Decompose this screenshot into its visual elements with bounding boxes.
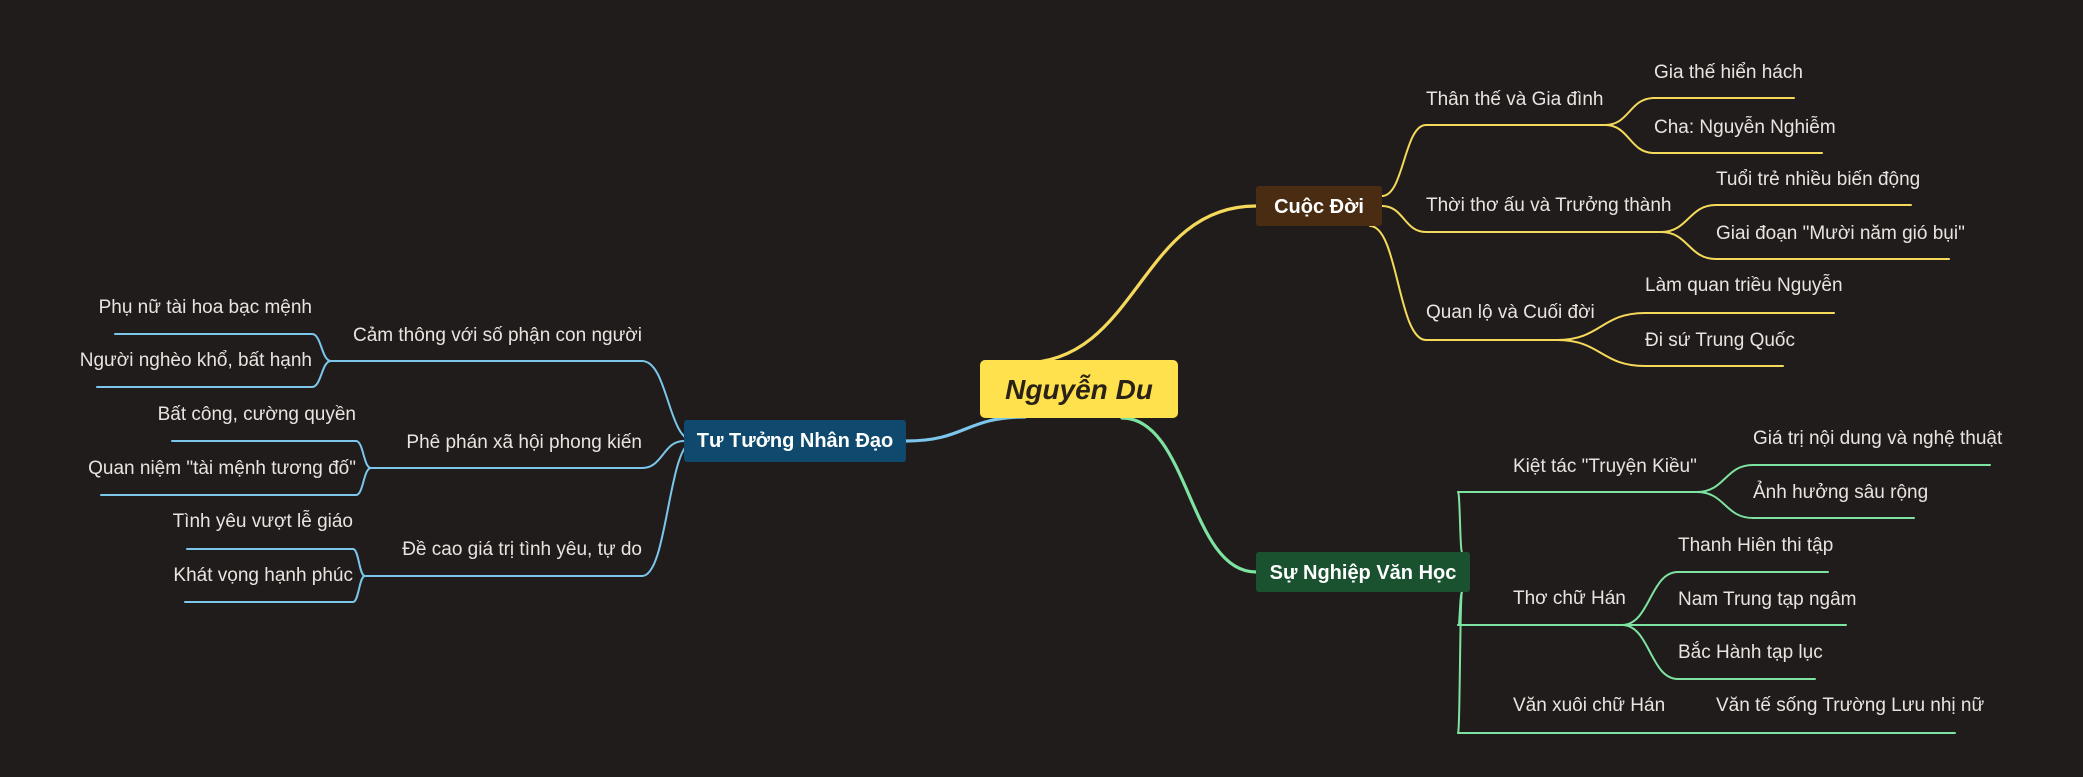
lam-quan-trieu-nguyen-label[interactable]: Làm quan triều Nguyễn — [1645, 274, 1843, 296]
thoi-tho-au-va-truong-thanh-label[interactable]: Thời thơ ấu và Trưởng thành — [1426, 195, 1672, 216]
phu-nu-tai-hoa-bac-menh-label[interactable]: Phụ nữ tài hoa bạc mệnh — [99, 297, 312, 318]
root-node[interactable] — [980, 360, 1178, 418]
tinh-yeu-vuot-le-giao-label[interactable]: Tình yêu vượt lễ giáo — [173, 510, 353, 532]
tu-tuong-nhan-dao-node[interactable] — [684, 420, 906, 462]
su-nghiep-van-hoc-node-label[interactable]: Sự Nghiệp Văn Học — [1270, 562, 1457, 584]
di-su-trung-quoc-connector — [1556, 339, 1646, 367]
quan-lo-va-cuoi-doi-connector — [1369, 225, 1427, 341]
tu-tuong-nhan-dao-main-connector — [904, 415, 1027, 443]
tuoi-tre-nhieu-bien-dong-connector — [1660, 204, 1717, 233]
bac-hanh-tap-luc-connector — [1621, 624, 1679, 680]
thanh-hien-thi-tap-connector — [1621, 571, 1679, 626]
kiet-tac-truyen-kieu-label[interactable]: Kiệt tác "Truyện Kiều" — [1513, 456, 1697, 477]
khat-vong-hanh-phuc-connector — [352, 575, 366, 603]
thanh-hien-thi-tap-label[interactable]: Thanh Hiên thi tập — [1678, 535, 1833, 556]
thoi-tho-au-va-truong-thanh-connector — [1381, 205, 1427, 233]
giai-doan-muoi-nam-gio-bui-label[interactable]: Giai đoạn "Mười năm gió bụi" — [1716, 223, 1965, 244]
anh-huong-sau-rong-label[interactable]: Ảnh hưởng sâu rộng — [1753, 481, 1928, 503]
nguoi-ngheo-kho-bat-hanh-label[interactable]: Người nghèo khổ, bất hạnh — [80, 350, 312, 371]
van-te-song-truong-luu-nhi-nu-label[interactable]: Văn tế sống Trường Lưu nhị nữ — [1716, 695, 1984, 716]
gia-tri-noi-dung-va-nghe-thuat-connector — [1696, 464, 1754, 493]
than-the-va-gia-dinh-label[interactable]: Thân thế và Gia đình — [1426, 89, 1603, 110]
connector-lines — [96, 97, 1991, 734]
quan-niem-tai-menh-tuong-do-label[interactable]: Quan niệm "tài mệnh tương đố" — [88, 458, 356, 479]
de-cao-gia-tri-tinh-yeu-tu-do-label[interactable]: Đề cao giá trị tình yêu, tự do — [402, 539, 642, 560]
quan-lo-va-cuoi-doi-label[interactable]: Quan lộ và Cuối đời — [1426, 302, 1595, 323]
bat-cong-cuong-quyen-connector — [355, 440, 372, 469]
gia-the-hien-hach-connector — [1604, 97, 1655, 126]
bac-hanh-tap-luc-label[interactable]: Bắc Hành tạp lục — [1678, 641, 1823, 663]
cuoc-doi-node-label[interactable]: Cuộc Đời — [1274, 196, 1364, 218]
su-nghiep-van-hoc-main-connector — [1120, 416, 1258, 574]
cam-thong-voi-so-phan-con-nguoi-label[interactable]: Cảm thông với số phận con người — [353, 325, 642, 346]
cuoc-doi-node[interactable] — [1256, 186, 1382, 226]
giai-doan-muoi-nam-gio-bui-connector — [1660, 231, 1717, 260]
di-su-trung-quoc-label[interactable]: Đi sứ Trung Quốc — [1645, 330, 1795, 351]
phe-phan-xa-hoi-phong-kien-label[interactable]: Phê phán xã hội phong kiến — [406, 432, 642, 453]
anh-huong-sau-rong-connector — [1696, 491, 1754, 519]
cha-nguyen-nghiem-label[interactable]: Cha: Nguyễn Nghiễm — [1654, 116, 1836, 138]
phe-phan-xa-hoi-phong-kien-connector — [641, 440, 685, 469]
cha-nguyen-nghiem-connector — [1604, 124, 1655, 154]
su-nghiep-van-hoc-node[interactable] — [1256, 552, 1470, 592]
root-node-label[interactable]: Nguyễn Du — [1005, 374, 1153, 405]
than-the-va-gia-dinh-connector — [1381, 124, 1427, 197]
lam-quan-trieu-nguyen-connector — [1556, 312, 1646, 341]
gia-the-hien-hach-label[interactable]: Gia thế hiển hách — [1654, 62, 1803, 83]
van-xuoi-chu-han-label[interactable]: Văn xuôi chữ Hán — [1513, 695, 1665, 716]
tu-tuong-nhan-dao-node-label[interactable]: Tư Tưởng Nhân Đạo — [697, 430, 894, 452]
bat-cong-cuong-quyen-label[interactable]: Bất công, cường quyền — [158, 404, 356, 425]
van-xuoi-chu-han-connector — [1457, 591, 1463, 734]
quan-niem-tai-menh-tuong-do-connector — [355, 467, 372, 496]
kiet-tac-truyen-kieu-connector — [1457, 491, 1463, 553]
khat-vong-hanh-phuc-label[interactable]: Khát vọng hạnh phúc — [173, 565, 353, 586]
tinh-yeu-vuot-le-giao-connector — [352, 548, 366, 577]
nam-trung-tap-ngam-label[interactable]: Nam Trung tạp ngâm — [1678, 589, 1856, 610]
nguoi-ngheo-kho-bat-hanh-connector — [311, 360, 332, 388]
gia-tri-noi-dung-va-nghe-thuat-label[interactable]: Giá trị nội dung và nghệ thuật — [1753, 428, 2003, 449]
tuoi-tre-nhieu-bien-dong-label[interactable]: Tuổi trẻ nhiều biến động — [1716, 169, 1920, 190]
tho-chu-han-label[interactable]: Thơ chữ Hán — [1513, 588, 1626, 609]
phu-nu-tai-hoa-bac-menh-connector — [311, 333, 332, 362]
cuoc-doi-main-connector — [1020, 204, 1258, 365]
